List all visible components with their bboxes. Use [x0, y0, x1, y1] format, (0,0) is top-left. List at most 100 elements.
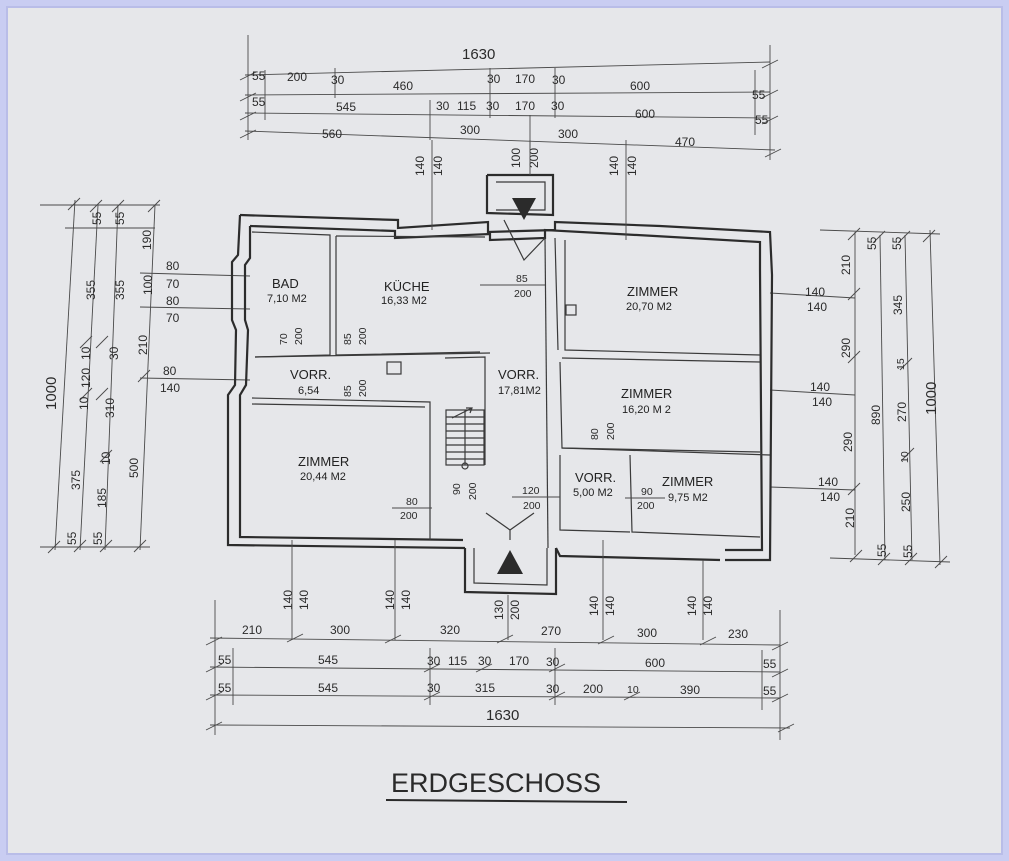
dim-left-c2-4: 310 [103, 398, 117, 418]
dim-left-c1-7: 55 [65, 531, 79, 545]
dim-left-open-4: 80 [166, 294, 180, 308]
arrow-down-icon [512, 198, 536, 220]
dim-right-c3-4: 270 [895, 402, 909, 422]
dim-top-r3-1: 560 [322, 127, 342, 141]
room-vorr-w-name: VORR. [290, 367, 331, 382]
dim-right-open-3: 140 [810, 380, 830, 394]
dim-top-open-1: 140 [413, 156, 427, 176]
door-dimensions: 70 200 85 200 85 200 85 200 80 200 90 20… [278, 140, 704, 640]
dimensions-left: 1000 55 355 10 120 10 375 55 55 355 30 3… [40, 197, 251, 554]
dim-top-open-5: 140 [607, 156, 621, 176]
dim-left-c2-7: 55 [91, 531, 105, 545]
room-zimmer-e-name: ZIMMER [621, 386, 672, 401]
room-zimmer-ne-area: 20,70 M2 [626, 301, 672, 313]
dim-bad-door-h: 200 [293, 327, 305, 345]
room-kueche-area: 16,33 M2 [381, 295, 427, 307]
dim-right-c1-4: 210 [843, 508, 857, 528]
dim-top-r3-4: 470 [675, 135, 695, 149]
dim-bot-r2-9: 55 [763, 657, 777, 671]
dim-vorr-s-door-h: 200 [523, 500, 541, 512]
dim-top-r1-8: 600 [630, 79, 650, 93]
dim-zimmer-se-door-w: 90 [641, 486, 653, 498]
dim-vorr-s-door-w: 120 [522, 485, 540, 497]
dim-right-open-2: 140 [807, 300, 827, 314]
arrow-up-icon [497, 550, 523, 574]
dim-bot-r3-2: 545 [318, 681, 338, 695]
dim-left-c1-1: 55 [90, 211, 104, 225]
room-vorr-w-area: 6,54 [298, 385, 319, 397]
dim-top-r1-2: 200 [287, 70, 307, 84]
dim-zimmer-sw-door-w: 80 [406, 496, 418, 508]
dim-right-total: 1000 [923, 382, 940, 415]
dim-top-open-2: 140 [431, 156, 445, 176]
dim-bot-open-8: 140 [603, 596, 617, 616]
plan-title: ERDGESCHOSS [391, 768, 601, 798]
dim-top-r2-8: 600 [635, 107, 655, 121]
dim-right-c3-3: 15 [895, 358, 907, 370]
dim-top-r1-5: 30 [487, 72, 501, 86]
dim-top-r1-4: 460 [393, 79, 413, 93]
dim-left-c2-5: 10 [99, 451, 113, 465]
dim-zimmer-e-door-h: 200 [605, 422, 617, 440]
room-vorr-c-name: VORR. [498, 367, 539, 382]
dim-left-c2-2: 355 [113, 280, 127, 300]
dim-bot-open-9: 140 [685, 596, 699, 616]
dim-top-r2-9: 55 [755, 113, 769, 127]
dim-top-open-6: 140 [625, 156, 639, 176]
dim-bot-r1-3: 320 [440, 623, 460, 637]
dim-left-open-2: 70 [166, 277, 180, 291]
dim-bot-r2-1: 55 [218, 653, 232, 667]
dim-bot-open-1: 140 [281, 590, 295, 610]
dim-zimmer-se-door-h: 200 [637, 500, 655, 512]
dim-bot-r2-8: 600 [645, 656, 665, 670]
dim-vorr-c-door-h: 200 [514, 288, 532, 300]
dim-left-total: 1000 [43, 377, 60, 410]
dim-stair-door-h: 200 [467, 482, 479, 500]
dim-left-open-6: 80 [163, 364, 177, 378]
dim-left-open-5: 70 [166, 311, 180, 325]
room-vorr-c-area: 17,81M2 [498, 385, 541, 397]
walls [226, 173, 774, 596]
dimensions-right: 1000 210 290 290 210 55 890 55 55 345 15… [769, 227, 951, 569]
dim-right-c3-1: 55 [890, 236, 904, 250]
dim-top-r1-7: 30 [552, 73, 566, 87]
dim-top-r1-6: 170 [515, 72, 535, 86]
dim-bot-open-7: 140 [587, 596, 601, 616]
dim-bot-r3-8: 390 [680, 683, 700, 697]
room-labels: BAD 7,10 M2 KÜCHE 16,33 M2 ZIMMER 20,70 … [267, 276, 713, 504]
dim-bot-r3-9: 55 [763, 684, 777, 698]
dim-left-c1-4: 120 [79, 368, 93, 388]
dim-left-c2-1: 55 [113, 211, 127, 225]
dim-top-r1-1: 55 [252, 69, 266, 83]
dim-left-open-1: 80 [166, 259, 180, 273]
dim-left-c2-6: 185 [95, 488, 109, 508]
dim-top-r3-3: 300 [558, 127, 578, 141]
dim-left-c2-3: 30 [107, 346, 121, 360]
dim-top-r2-3: 30 [436, 99, 450, 113]
dim-zimmer-sw-door-h: 200 [400, 510, 418, 522]
dim-top-r2-1: 55 [252, 95, 266, 109]
dim-bot-open-2: 140 [297, 590, 311, 610]
dim-bot-open-5: 130 [492, 600, 506, 620]
dim-bot-open-10: 140 [701, 596, 715, 616]
dim-top-r2-6: 170 [515, 99, 535, 113]
dim-right-c1-3: 290 [841, 432, 855, 452]
dim-bad-door-w: 70 [278, 333, 290, 345]
dim-bot-r2-3: 30 [427, 654, 441, 668]
dim-right-open-6: 140 [820, 490, 840, 504]
dim-bot-r3-4: 315 [475, 681, 495, 695]
room-bad-name: BAD [272, 276, 299, 291]
dim-right-c3-5: 10 [899, 451, 911, 463]
room-zimmer-e-area: 16,20 M 2 [622, 404, 671, 416]
dim-left-c3-2: 210 [136, 335, 150, 355]
dim-right-c3-6: 250 [899, 492, 913, 512]
dim-right-c1-1: 210 [839, 255, 853, 275]
room-kueche-name: KÜCHE [384, 279, 430, 294]
dim-left-c1-3: 10 [79, 346, 93, 360]
dim-bot-r3-5: 30 [546, 682, 560, 696]
dim-right-open-5: 140 [818, 475, 838, 489]
dim-bot-r3-1: 55 [218, 681, 232, 695]
room-zimmer-ne-name: ZIMMER [627, 284, 678, 299]
dim-right-open-4: 140 [812, 395, 832, 409]
dim-vorr-door-h: 200 [357, 379, 369, 397]
